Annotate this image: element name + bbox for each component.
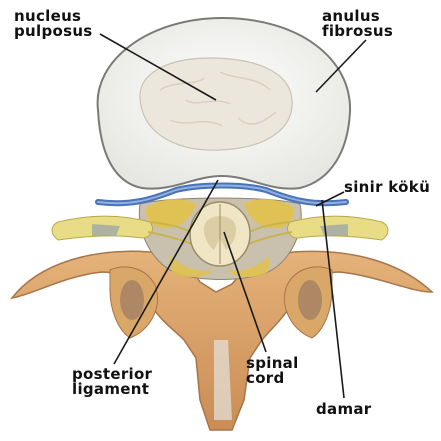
label-spinal-cord: spinal cord — [246, 356, 299, 386]
label-damar: damar — [316, 402, 372, 417]
intervertebral-disc — [98, 18, 350, 189]
spinal-cord — [190, 202, 250, 266]
label-nucleus-pulposus: nucleus pulposus — [14, 9, 93, 39]
label-posterior-ligament: posterior ligament — [72, 367, 152, 397]
label-anulus-fibrosus: anulus fibrosus — [322, 9, 393, 39]
label-sinir-koku: sinir kökü — [344, 180, 430, 195]
nucleus-pulposus-shape — [140, 58, 292, 150]
